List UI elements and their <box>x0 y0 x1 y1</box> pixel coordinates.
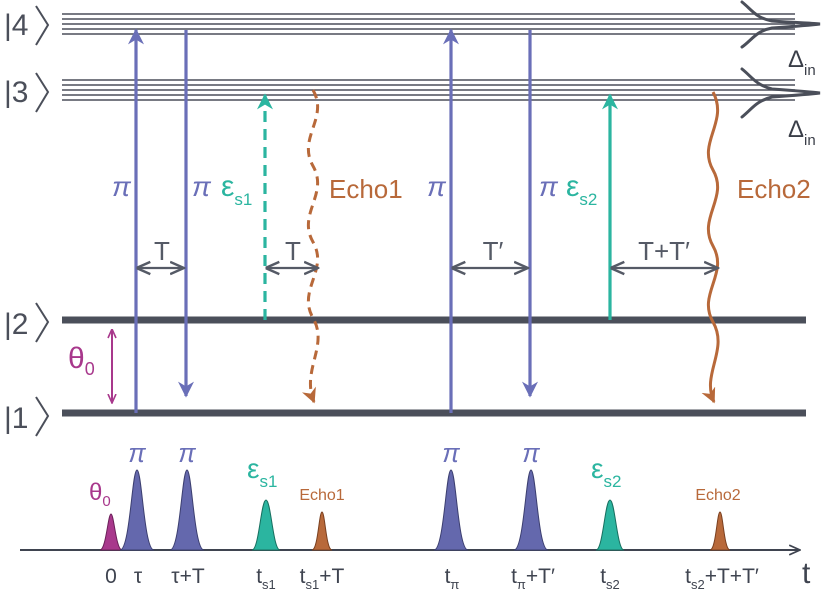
pi-label-3: π <box>427 171 447 202</box>
theta-level-label: θ0 <box>68 342 95 379</box>
echo2-label: Echo2 <box>737 174 811 204</box>
pulse-echo1 <box>311 511 333 551</box>
gap-T-label-1: T <box>154 236 170 266</box>
pulse-label-theta: θ0 <box>89 479 111 510</box>
pulse-pi-3 <box>433 469 469 551</box>
tick-tau: τ <box>134 565 143 588</box>
tick-ts1: ts1 <box>256 565 276 592</box>
tick-ts2: ts2 <box>600 565 620 592</box>
ket-3-label: |3 <box>4 76 28 109</box>
pulse-label-eps-s2: εs2 <box>591 453 621 491</box>
pulse-eps-s1 <box>251 499 281 551</box>
pi-label-4: π <box>539 171 559 202</box>
pulse-eps-s2 <box>595 499 625 551</box>
echo1-label: Echo1 <box>329 174 403 204</box>
pulse-label-pi-4: π <box>522 438 540 468</box>
pulse-pi-2 <box>169 469 205 551</box>
delta-in-label-lower: Δin <box>788 116 816 149</box>
epsilon-s2-label: εs2 <box>566 170 597 209</box>
ket-4-bracket <box>35 5 50 46</box>
pulse-label-pi-2: π <box>178 438 196 468</box>
tick-tpi: tπ <box>445 565 460 592</box>
pulse-label-echo1: Echo1 <box>299 487 344 504</box>
pulse-label-pi-3: π <box>442 438 460 468</box>
level-3-bundle <box>62 79 795 101</box>
pulse-label-pi-1: π <box>128 438 146 468</box>
pulse-label-eps-s1: εs1 <box>247 453 277 491</box>
gap-TplusTprime-label: T+T′ <box>638 236 690 266</box>
echo1-wavy-arrow <box>301 89 320 404</box>
tick-zero: 0 <box>105 565 117 588</box>
echo2-wavy-arrow <box>701 91 720 404</box>
tick-tpi-plus-Tprime: tπ+T′ <box>511 565 555 592</box>
level-4-bundle <box>62 13 795 35</box>
pulse-label-echo2: Echo2 <box>695 487 740 504</box>
ket-2-label: |2 <box>4 308 28 341</box>
pulse-theta <box>99 513 123 551</box>
time-axis-label: t <box>802 557 811 590</box>
pulse-pi-1 <box>119 469 155 551</box>
pi-label-2: π <box>192 171 212 202</box>
gap-Tprime-label: T′ <box>483 236 504 266</box>
pulse-pi-4 <box>513 469 549 551</box>
epsilon-s1-label: εs1 <box>221 170 252 209</box>
ket-1-label: |1 <box>4 402 28 435</box>
tick-tau-plus-T: τ+T <box>171 565 205 588</box>
tick-ts1-plus-T: ts1+T <box>300 565 345 592</box>
ket-4-label: |4 <box>4 9 28 42</box>
ket-2-bracket <box>35 302 50 343</box>
pi-label-1: π <box>112 171 132 202</box>
ket-1-bracket <box>35 396 50 437</box>
tick-ts2-plus-T-plus-Tprime: ts2+T+T′ <box>685 565 759 592</box>
inhomogeneous-profiles <box>740 0 821 119</box>
delta-in-label-upper: Δin <box>788 46 816 79</box>
ket-3-bracket <box>35 72 50 113</box>
gap-T-label-2: T <box>285 236 301 266</box>
pulse-echo2 <box>709 511 731 551</box>
